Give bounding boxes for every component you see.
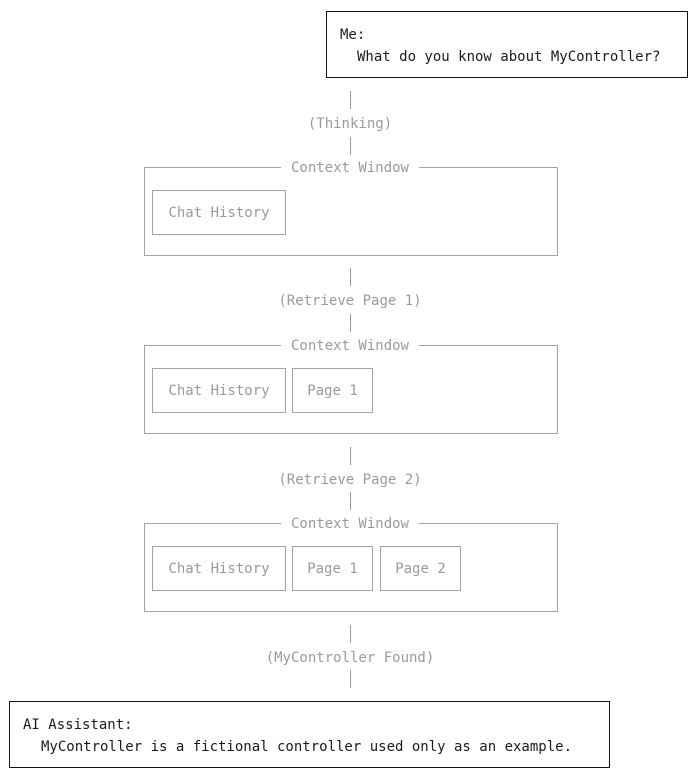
assistant-message-text: MyController is a fictional controller u…: [41, 739, 573, 755]
step-retrieve-page-1-label: (Retrieve Page 1): [250, 292, 450, 310]
connector-line: [350, 91, 351, 109]
connector-line: [350, 625, 351, 643]
assistant-speaker-label: AI Assistant:: [23, 717, 133, 733]
user-speaker-label: Me:: [340, 27, 366, 43]
context-window-2-title: Context Window: [281, 337, 419, 355]
chat-history-label: Chat History: [168, 383, 270, 399]
page-1-box: [292, 546, 373, 591]
page-2-box: [380, 546, 461, 591]
connector-line: [350, 314, 351, 332]
chat-history-label: Chat History: [168, 205, 270, 221]
step-retrieve-page-2-label: (Retrieve Page 2): [250, 471, 450, 489]
page-1-box: [292, 368, 373, 413]
connector-line: [350, 447, 351, 465]
connector-line: [350, 492, 351, 510]
connector-line: [350, 137, 351, 155]
chat-history-box: [152, 546, 286, 591]
connector-line: [350, 670, 351, 688]
chat-history-box: [152, 368, 286, 413]
context-window-1-title: Context Window: [281, 159, 419, 177]
page-1-label: Page 1: [307, 561, 358, 577]
assistant-message-box: [9, 701, 610, 768]
chat-history-box: [152, 190, 286, 235]
connector-line: [350, 268, 351, 286]
user-message-box: [326, 11, 688, 78]
step-thinking-label: (Thinking): [250, 115, 450, 133]
step-found-label: (MyController Found): [230, 649, 470, 667]
context-window-3-title: Context Window: [281, 515, 419, 533]
page-2-label: Page 2: [395, 561, 446, 577]
page-1-label: Page 1: [307, 383, 358, 399]
user-message-text: What do you know about MyController?: [357, 49, 661, 65]
chat-history-label: Chat History: [168, 561, 270, 577]
